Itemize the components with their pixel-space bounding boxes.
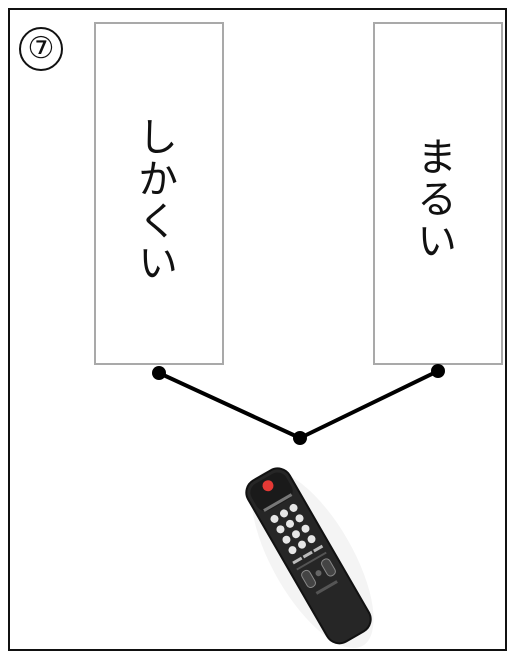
word-card-left[interactable]: しかくい [94,22,224,365]
connector-line-right [298,369,440,440]
connector-dot-left[interactable] [152,366,166,380]
word-card-left-text: しかくい [131,116,177,284]
word-card-right[interactable]: まるい [373,22,503,365]
connector-line-left [157,371,302,440]
connector-dot-right[interactable] [431,364,445,378]
word-card-right-text: まるい [410,136,456,262]
connector-dot-center[interactable] [293,431,307,445]
question-number: ⑦ [19,27,63,71]
remote-control-icon [245,467,374,649]
